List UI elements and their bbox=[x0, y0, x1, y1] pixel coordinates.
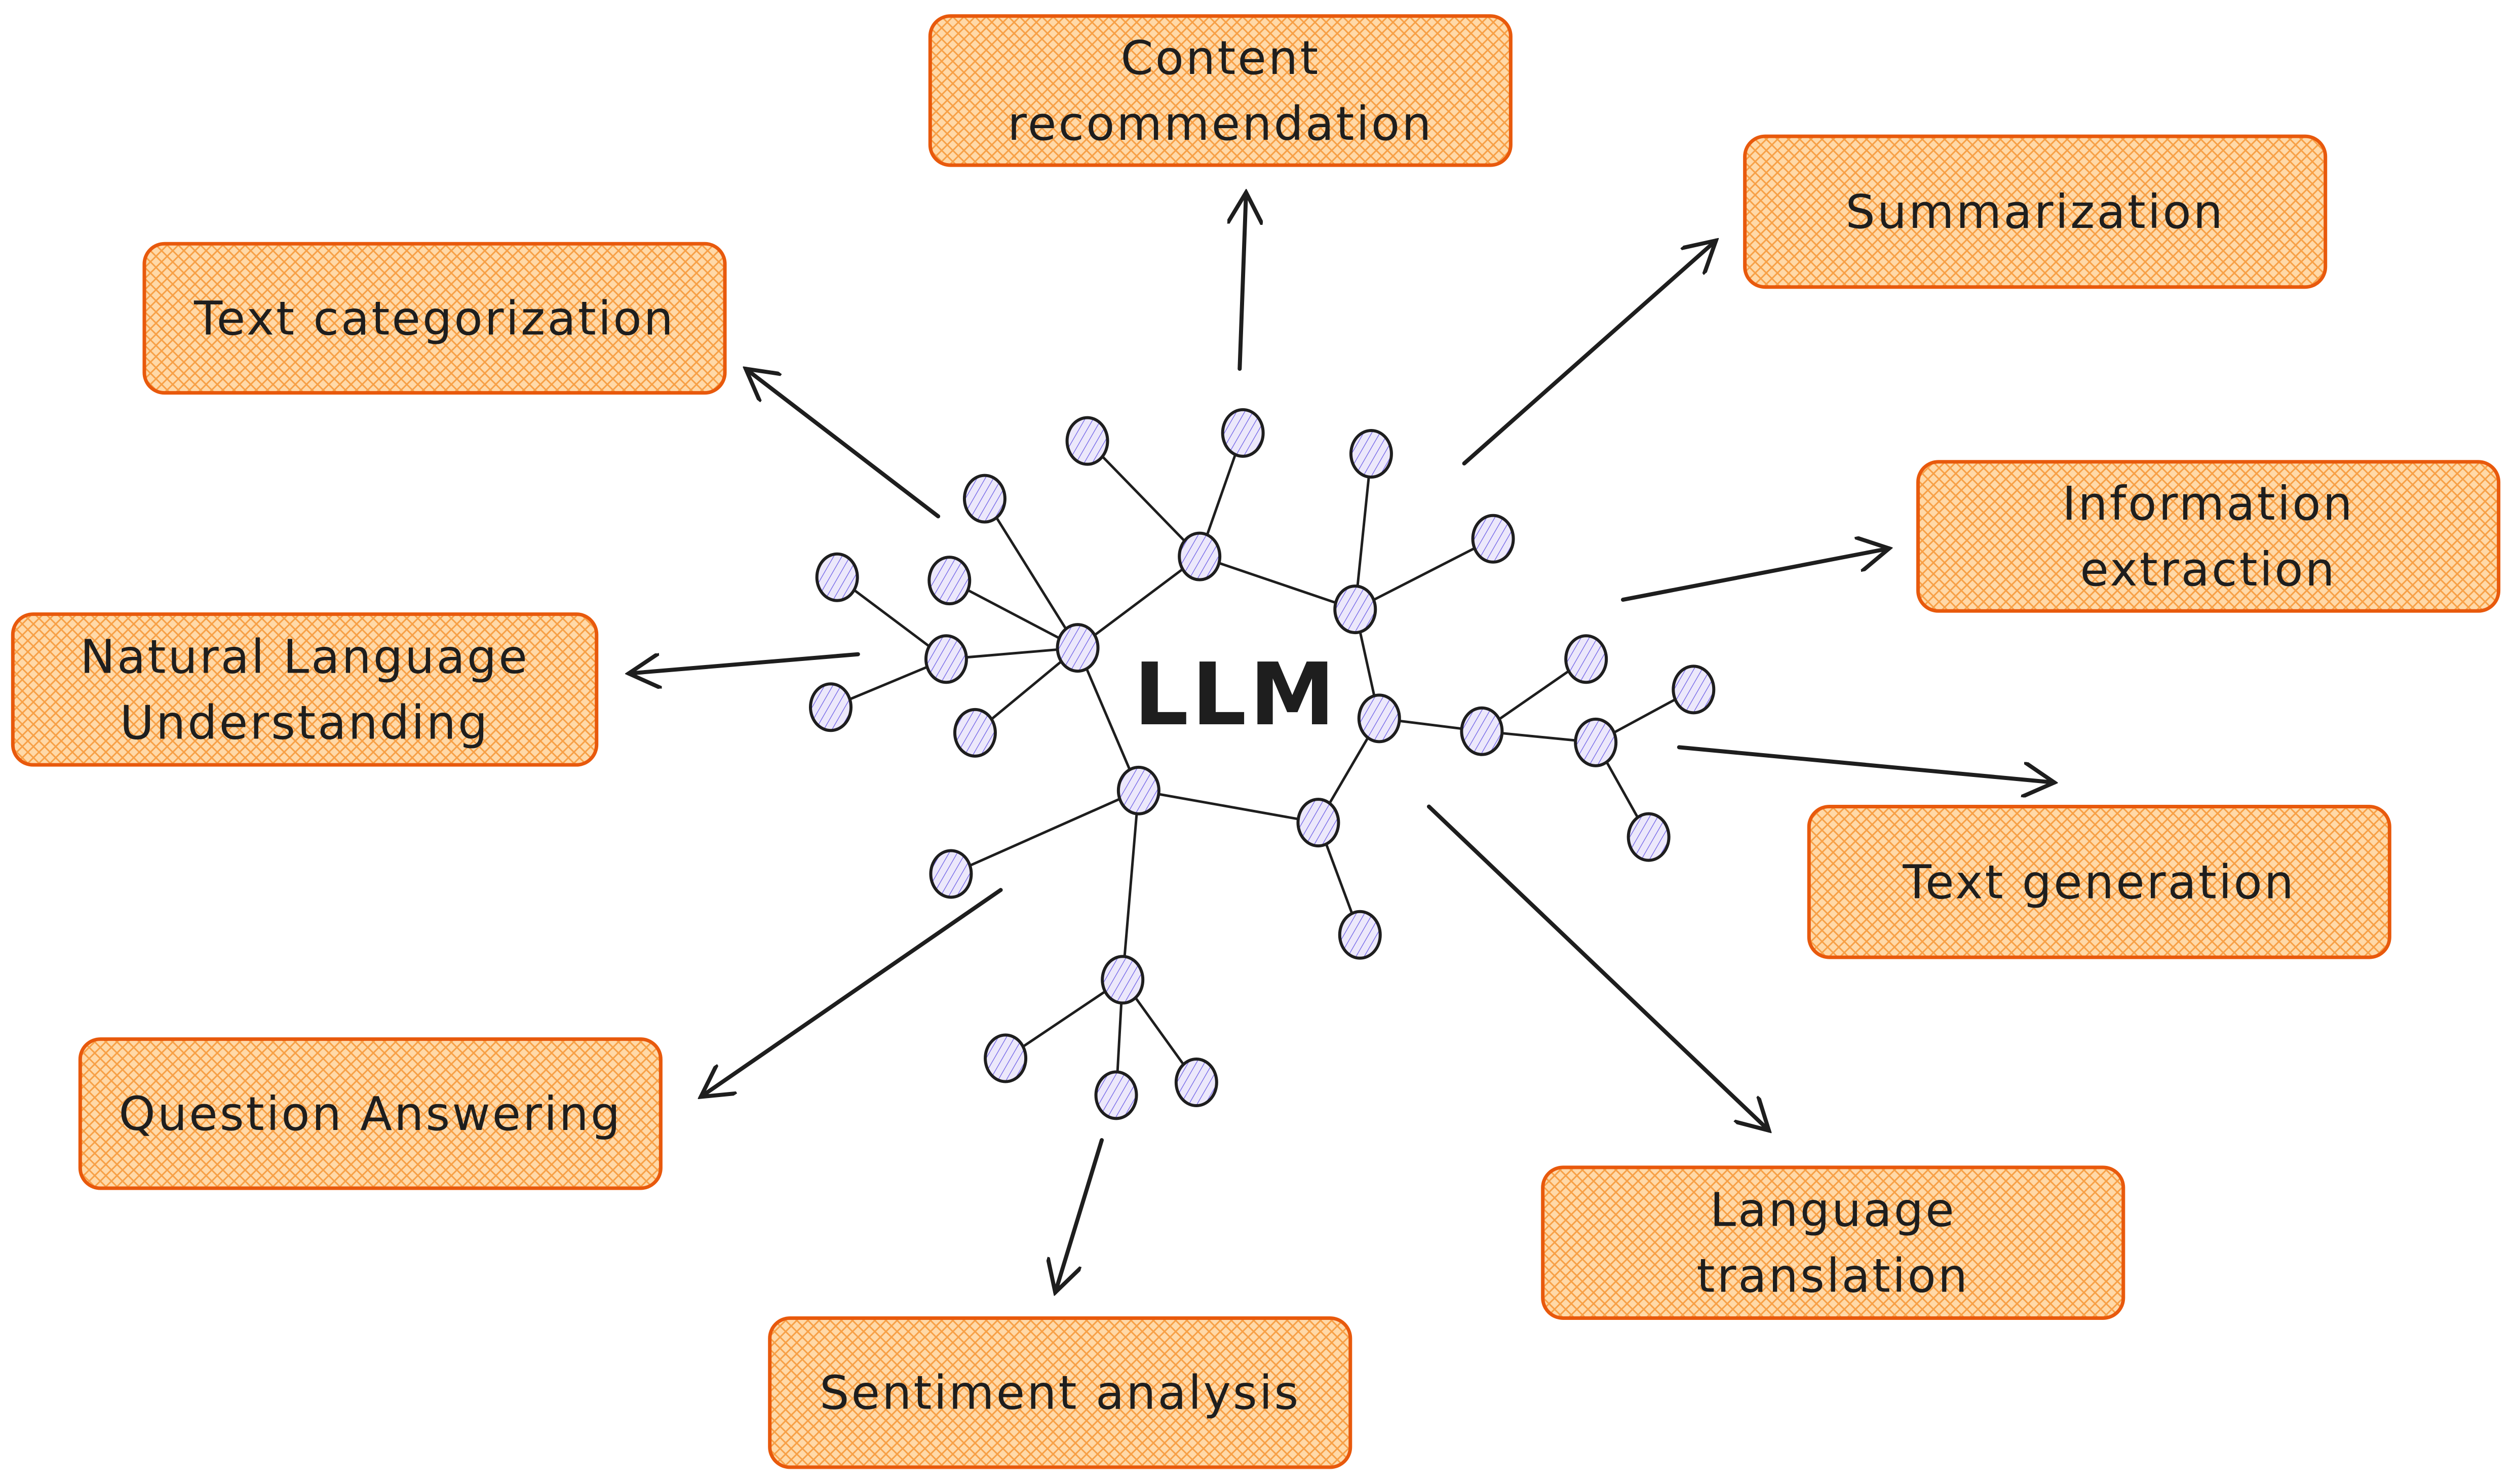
edge-x-y bbox=[1004, 979, 1124, 1060]
edge-a-c bbox=[1199, 555, 1356, 611]
edge-b-e bbox=[1076, 647, 1140, 791]
network-edges bbox=[830, 432, 1694, 1096]
node-e bbox=[1116, 765, 1160, 815]
arrow-to-question-answering bbox=[701, 888, 1003, 1097]
box-language-translation-label-1: Language bbox=[1710, 1183, 1956, 1237]
node-m bbox=[815, 552, 859, 602]
node-i bbox=[1349, 428, 1393, 479]
box-language-translation: Language translation bbox=[1541, 1165, 2125, 1320]
box-content-recommendation: Content recommendation bbox=[928, 14, 1513, 167]
box-text-categorization-label-1: Text categorization bbox=[194, 291, 675, 345]
node-z bbox=[1094, 1070, 1138, 1120]
node-j bbox=[1471, 514, 1515, 564]
arrow-to-summarization bbox=[1462, 241, 1716, 465]
box-language-translation-shape bbox=[1541, 1165, 2125, 1320]
arrow-to-text-categorization bbox=[746, 369, 941, 519]
box-sentiment-analysis: Sentiment analysis bbox=[768, 1316, 1352, 1469]
box-natural-language-understanding-label-2: Understanding bbox=[120, 695, 490, 750]
node-o bbox=[808, 682, 853, 732]
node-q bbox=[1460, 706, 1504, 756]
node-f bbox=[1296, 798, 1340, 848]
edge-b-n bbox=[946, 646, 1078, 660]
box-information-extraction-shape bbox=[1916, 460, 2501, 613]
edge-a-b bbox=[1077, 555, 1201, 649]
box-question-answering-shape bbox=[78, 1037, 663, 1190]
node-x bbox=[1101, 955, 1145, 1005]
box-text-categorization-shape bbox=[142, 242, 727, 395]
box-content-recommendation-shape bbox=[928, 14, 1513, 167]
box-text-categorization: Text categorization bbox=[142, 242, 727, 395]
arrow-to-sentiment-analysis bbox=[1055, 1138, 1104, 1293]
box-information-extraction-label-2: extraction bbox=[2080, 542, 2337, 597]
edge-e-x bbox=[1121, 790, 1140, 980]
node-y bbox=[984, 1033, 1028, 1083]
box-summarization-label-1: Summarization bbox=[1845, 185, 2225, 239]
node-d bbox=[1357, 693, 1401, 744]
box-text-generation-shape bbox=[1807, 804, 2391, 959]
node-b bbox=[1056, 623, 1100, 673]
arrow-to-information-extraction bbox=[1620, 549, 1889, 602]
node-n bbox=[924, 634, 968, 684]
node-u bbox=[1627, 812, 1671, 862]
box-natural-language-understanding-shape bbox=[11, 612, 599, 767]
arrows bbox=[629, 192, 2055, 1293]
node-p bbox=[953, 708, 997, 758]
box-content-recommendation-label-1: Content bbox=[1120, 31, 1320, 85]
node-k bbox=[962, 474, 1007, 524]
edge-a-h bbox=[1086, 440, 1201, 558]
arrow-to-text-generation bbox=[1677, 745, 2055, 783]
node-aa bbox=[1174, 1058, 1218, 1108]
edge-e-f bbox=[1138, 789, 1319, 824]
arrow-to-language-translation bbox=[1426, 804, 1769, 1130]
arrow-to-content-recommendation bbox=[1240, 192, 1246, 371]
node-w bbox=[1338, 910, 1382, 960]
node-a bbox=[1178, 531, 1222, 581]
node-r bbox=[1564, 634, 1608, 684]
node-c bbox=[1333, 584, 1377, 635]
box-sentiment-analysis-shape bbox=[768, 1316, 1352, 1469]
node-l bbox=[927, 556, 972, 606]
box-information-extraction: Information extraction bbox=[1916, 460, 2501, 613]
box-summarization-shape bbox=[1743, 134, 2328, 289]
node-s bbox=[1574, 717, 1618, 767]
edge-b-k bbox=[983, 498, 1079, 649]
center-llm-label: LLM bbox=[1134, 645, 1338, 745]
box-text-generation-label-1: Text generation bbox=[1902, 855, 2296, 909]
node-h bbox=[1065, 416, 1109, 466]
arrow-to-natural-language-understanding bbox=[629, 652, 860, 674]
edge-c-j bbox=[1355, 537, 1494, 611]
node-g bbox=[1221, 408, 1265, 458]
box-text-generation: Text generation bbox=[1807, 804, 2391, 959]
box-natural-language-understanding-label-1: Natural Language bbox=[80, 630, 529, 684]
box-question-answering-label-1: Question Answering bbox=[119, 1087, 622, 1141]
box-language-translation-label-2: translation bbox=[1696, 1249, 1969, 1303]
edge-e-v bbox=[950, 789, 1139, 875]
box-question-answering: Question Answering bbox=[78, 1037, 663, 1190]
edge-b-l bbox=[949, 579, 1078, 649]
box-information-extraction-label-1: Information bbox=[2062, 477, 2354, 531]
node-t bbox=[1672, 665, 1716, 715]
edge-c-i bbox=[1353, 453, 1373, 610]
box-summarization: Summarization bbox=[1743, 134, 2328, 289]
node-v bbox=[929, 849, 973, 899]
network-nodes bbox=[808, 408, 1716, 1120]
box-content-recommendation-label-2: recommendation bbox=[1008, 97, 1433, 151]
box-sentiment-analysis-label-1: Sentiment analysis bbox=[820, 1366, 1300, 1420]
